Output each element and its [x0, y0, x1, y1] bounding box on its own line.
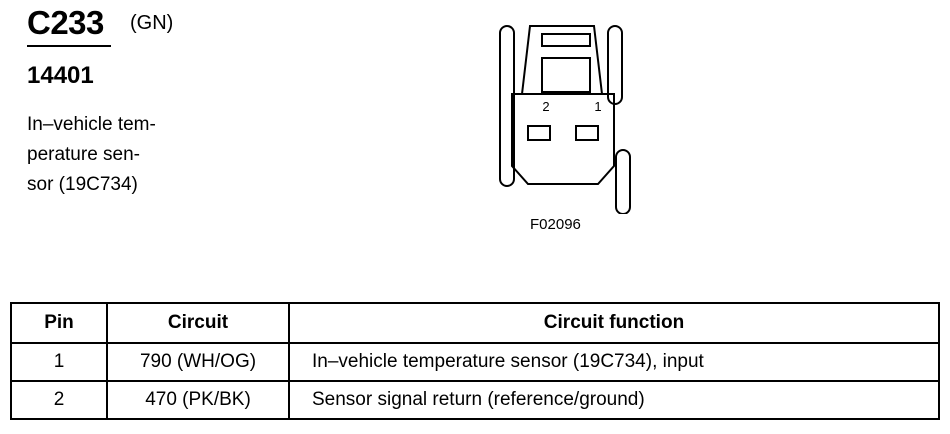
description-line-1: In–vehicle tem-: [27, 114, 156, 135]
table-row: 1 790 (WH/OG) In–vehicle temperature sen…: [10, 342, 940, 382]
header-pin: Pin: [10, 302, 108, 344]
pin-label-2: 2: [542, 99, 549, 114]
header-circuit: Circuit: [106, 302, 290, 344]
hood-slot-lower: [541, 57, 591, 93]
connector-body: [511, 93, 615, 185]
title-underline: [27, 45, 111, 47]
hood-slot-upper: [541, 33, 591, 47]
pin-cell: 2: [10, 380, 108, 420]
table-header-row: Pin Circuit Circuit function: [10, 302, 940, 344]
figure-id: F02096: [530, 216, 581, 233]
part-number: 14401: [27, 62, 94, 89]
function-cell: In–vehicle temperature sensor (19C734), …: [288, 342, 940, 382]
right-latch-tab-lower: [615, 149, 631, 214]
pin-cavity-2: [527, 125, 551, 141]
pin-label-1: 1: [594, 99, 601, 114]
connector-face-diagram: 2 1: [499, 25, 631, 214]
right-latch-tab-upper: [607, 25, 623, 105]
circuit-cell: 790 (WH/OG): [106, 342, 290, 382]
pin-cell: 1: [10, 342, 108, 382]
pin-cavity-1: [575, 125, 599, 141]
description-line-3: sor (19C734): [27, 174, 138, 195]
left-latch-tab: [499, 25, 515, 187]
circuit-cell: 470 (PK/BK): [106, 380, 290, 420]
header-circuit-function: Circuit function: [288, 302, 940, 344]
connector-color-code: (GN): [130, 12, 174, 34]
pin-table: Pin Circuit Circuit function 1 790 (WH/O…: [10, 302, 940, 420]
description-line-2: perature sen-: [27, 144, 141, 165]
function-cell: Sensor signal return (reference/ground): [288, 380, 940, 420]
table-row: 2 470 (PK/BK) Sensor signal return (refe…: [10, 380, 940, 420]
connector-id: C233: [27, 4, 104, 41]
